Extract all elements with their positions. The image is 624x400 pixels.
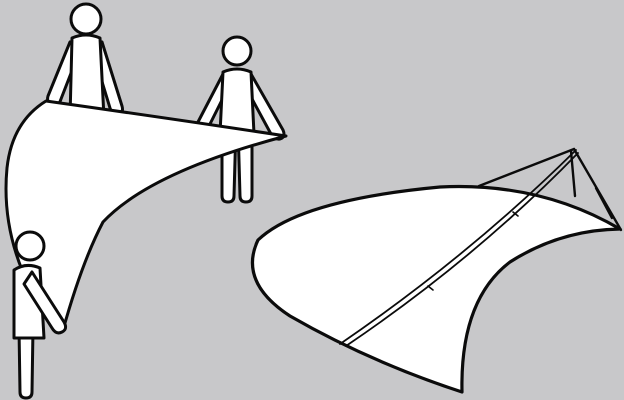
tent-ridge-pole-line-a xyxy=(339,149,577,345)
person-front-left-leg xyxy=(17,326,35,400)
person-back-left-torso xyxy=(68,33,106,120)
tent-ridge-pole-joint-1 xyxy=(427,285,434,291)
right-panel xyxy=(250,147,623,394)
left-panel xyxy=(4,2,288,400)
person-back-right-head xyxy=(221,35,253,67)
person-front-left xyxy=(12,230,68,400)
tent-ridge-pole xyxy=(339,149,579,347)
tent-canopy xyxy=(250,184,622,394)
person-back-right-torso xyxy=(218,67,256,136)
tent-ridge-pole-line-b xyxy=(345,152,579,347)
tent-pole-right-front xyxy=(594,186,614,220)
tent-pole-back-left xyxy=(477,147,576,188)
fabric-sheet xyxy=(4,99,288,332)
person-front-left-head xyxy=(14,230,46,262)
person-back-left-head xyxy=(69,2,103,36)
person-back-right xyxy=(195,35,286,204)
person-front-left-arm xyxy=(22,270,68,335)
person-back-left xyxy=(46,2,124,120)
tent-ridge-pole-joint-2 xyxy=(512,211,519,217)
